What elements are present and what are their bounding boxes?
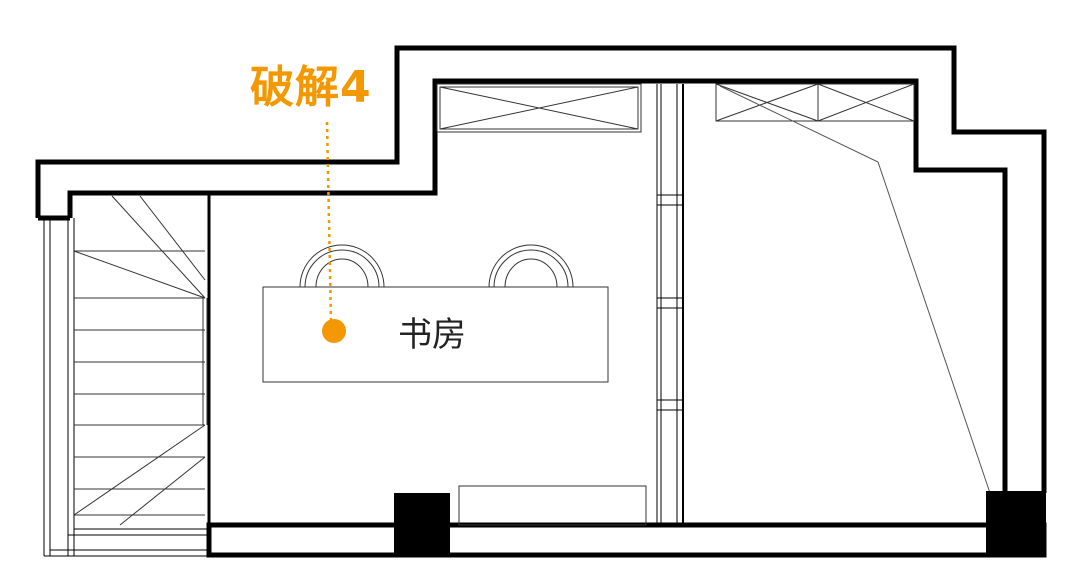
stair-wall — [43, 193, 211, 557]
desk — [262, 286, 609, 383]
bottom-cabinet — [458, 485, 647, 526]
chair-right — [488, 244, 574, 288]
diagonal-line — [719, 85, 991, 494]
callout-dot — [322, 319, 346, 343]
upper-cabinet-right — [715, 83, 915, 122]
chair-left — [299, 244, 385, 288]
callout-leader — [325, 121, 333, 323]
glass-partition — [656, 84, 684, 525]
staircase — [73, 195, 208, 526]
callout-label: 破解4 — [250, 62, 372, 113]
column-left — [394, 493, 450, 555]
column-right — [986, 491, 1046, 555]
room-label: 书房 — [398, 315, 466, 355]
upper-cabinet — [436, 83, 642, 133]
